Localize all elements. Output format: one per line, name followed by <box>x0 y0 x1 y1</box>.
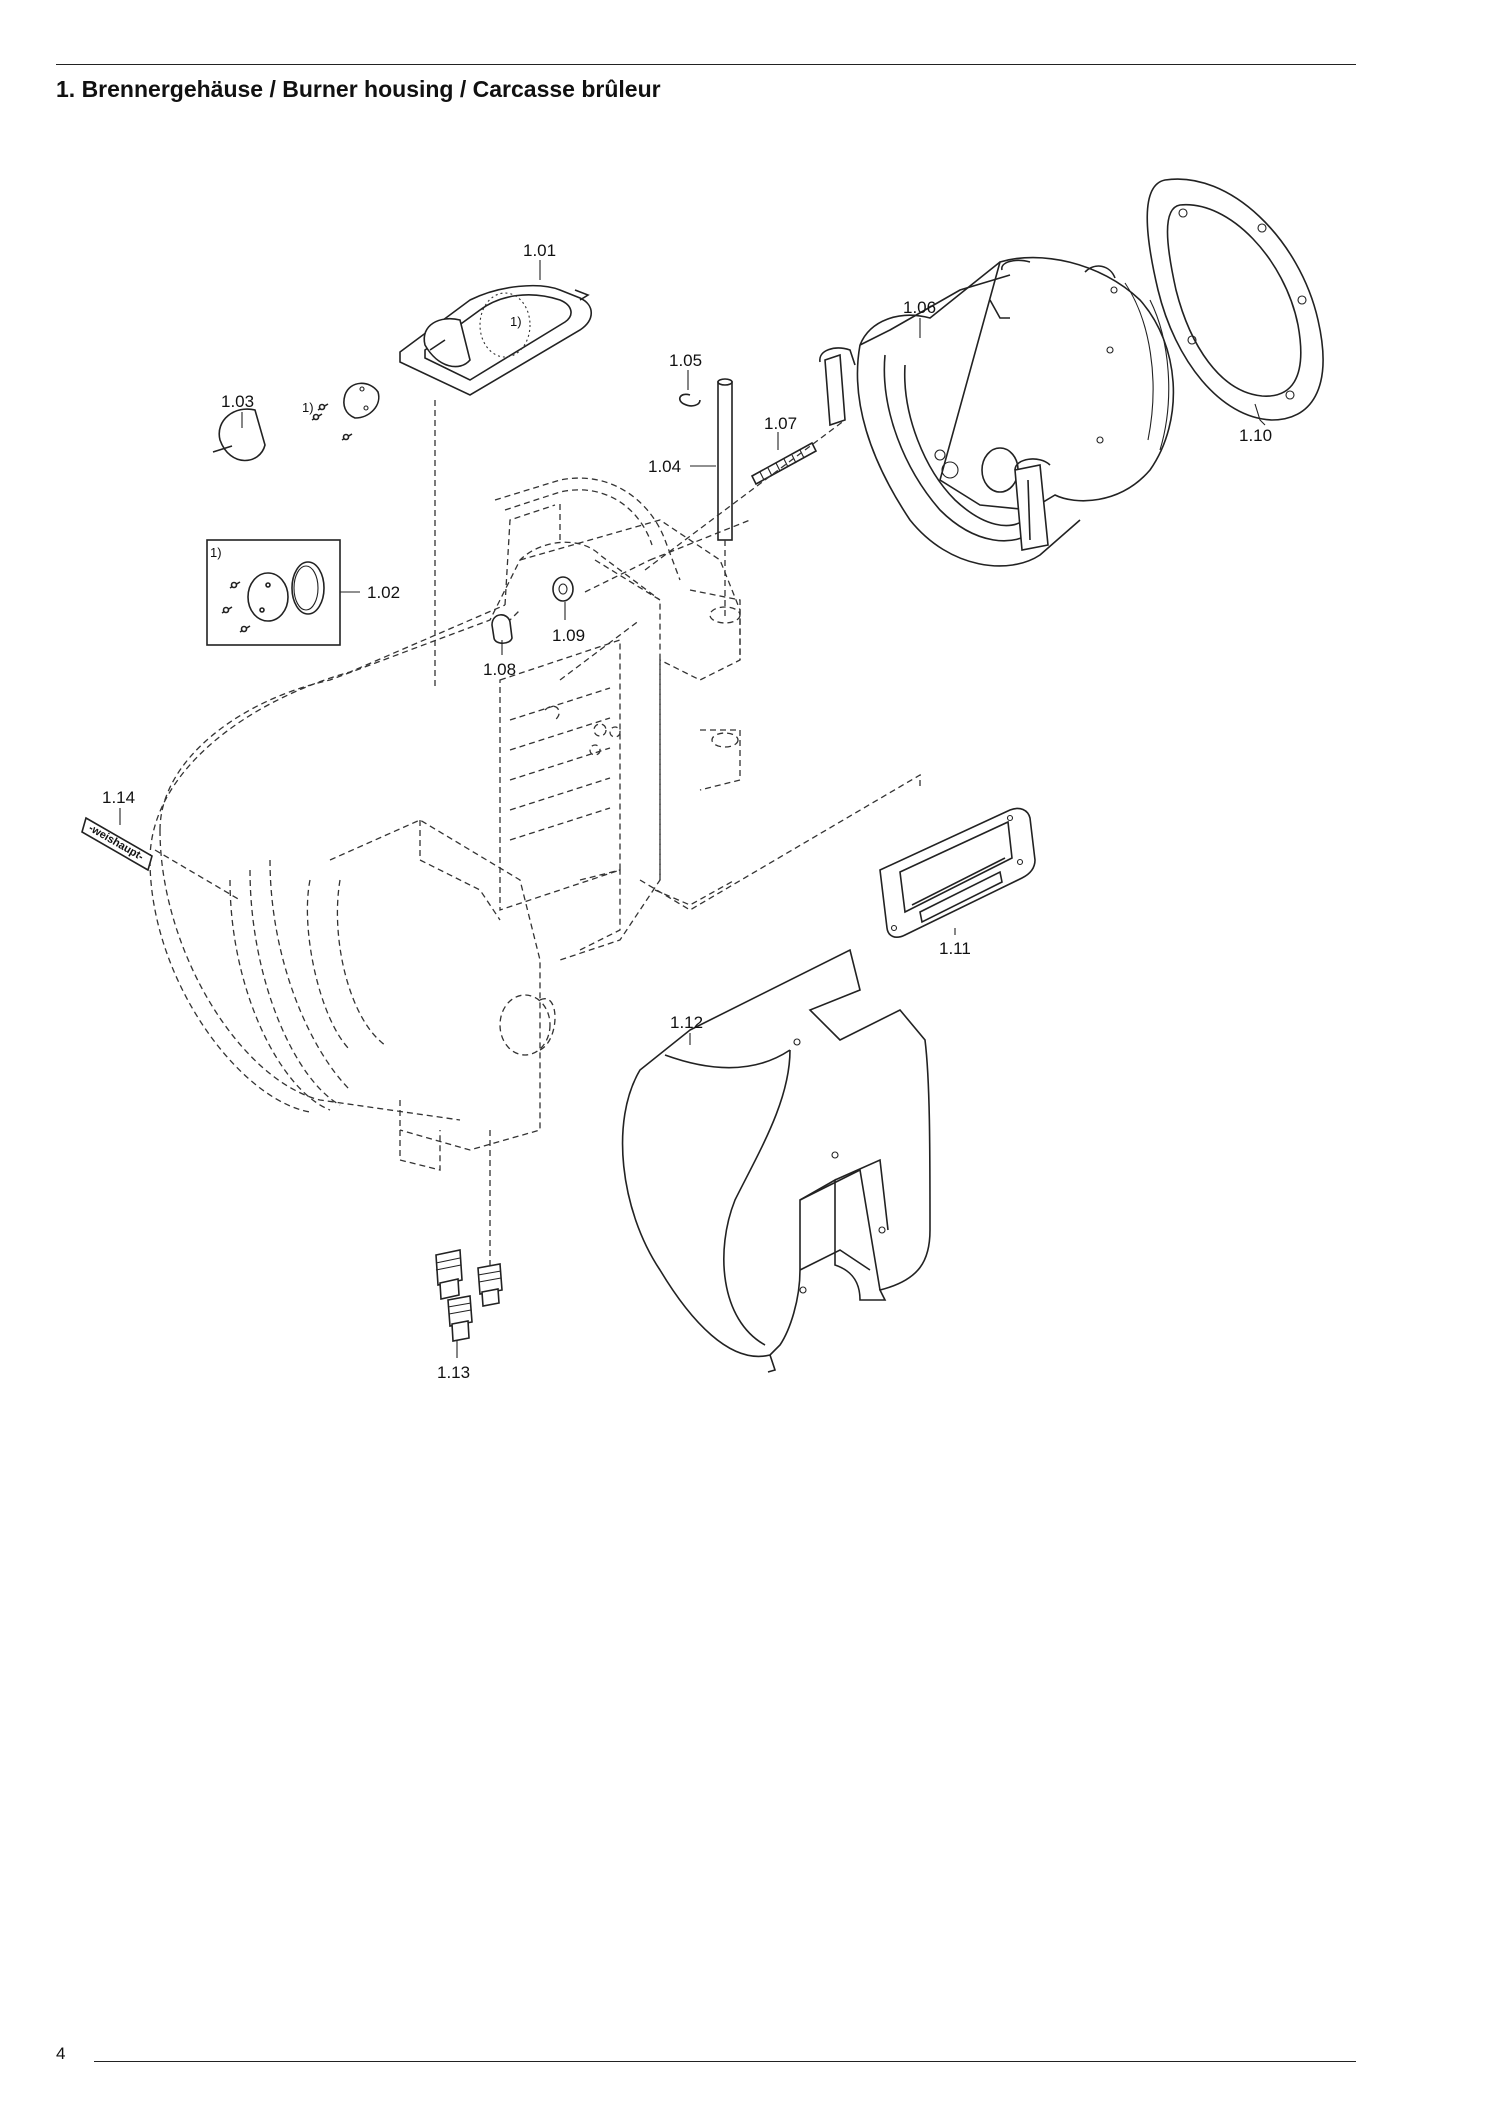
label-1-01: 1.01 <box>523 241 556 260</box>
label-1-09: 1.09 <box>552 626 585 645</box>
sealing-frame-part <box>879 807 1036 938</box>
label-1-03: 1.03 <box>221 392 254 411</box>
footnote-marker-1-03: 1) <box>302 400 314 415</box>
shaft-part <box>717 378 733 541</box>
footnote-marker-1-02: 1) <box>210 545 222 560</box>
cover-plate-part <box>399 284 593 396</box>
label-1-04: 1.04 <box>648 457 681 476</box>
page-number: 4 <box>56 2044 66 2063</box>
assembly-guide-lines <box>154 400 921 1265</box>
label-1-05: 1.05 <box>669 351 702 370</box>
bottom-rule <box>94 2061 1356 2062</box>
page-title: 1. Brennergehäuse / Burner housing / Car… <box>56 76 661 102</box>
label-1-11: 1.11 <box>939 939 971 958</box>
cap-part <box>212 382 380 462</box>
logo-plate-part: -weishaupt- <box>81 816 153 872</box>
leader-lines <box>119 260 1266 1358</box>
weishaupt-logo: -weishaupt- <box>87 822 146 863</box>
inspection-window-part <box>206 539 341 646</box>
plug-part <box>491 614 513 645</box>
label-1-06: 1.06 <box>903 298 936 317</box>
burner-hood-part <box>621 948 931 1373</box>
circlip-part <box>678 393 701 407</box>
washer-part <box>552 576 574 602</box>
label-1-07: 1.07 <box>764 414 797 433</box>
label-1-08: 1.08 <box>483 660 516 679</box>
footnote-marker-1-01: 1) <box>510 314 522 329</box>
gasket-flange-part <box>1146 178 1324 421</box>
label-1-13: 1.13 <box>437 1363 470 1382</box>
label-1-14: 1.14 <box>102 788 135 807</box>
main-housing-phantom <box>149 477 741 1171</box>
label-1-02: 1.02 <box>367 583 400 602</box>
label-1-10: 1.10 <box>1239 426 1272 445</box>
top-rule <box>56 64 1356 65</box>
cable-glands-part <box>435 1249 503 1342</box>
flange-housing-part <box>819 256 1175 567</box>
label-1-12: 1.12 <box>670 1013 703 1032</box>
